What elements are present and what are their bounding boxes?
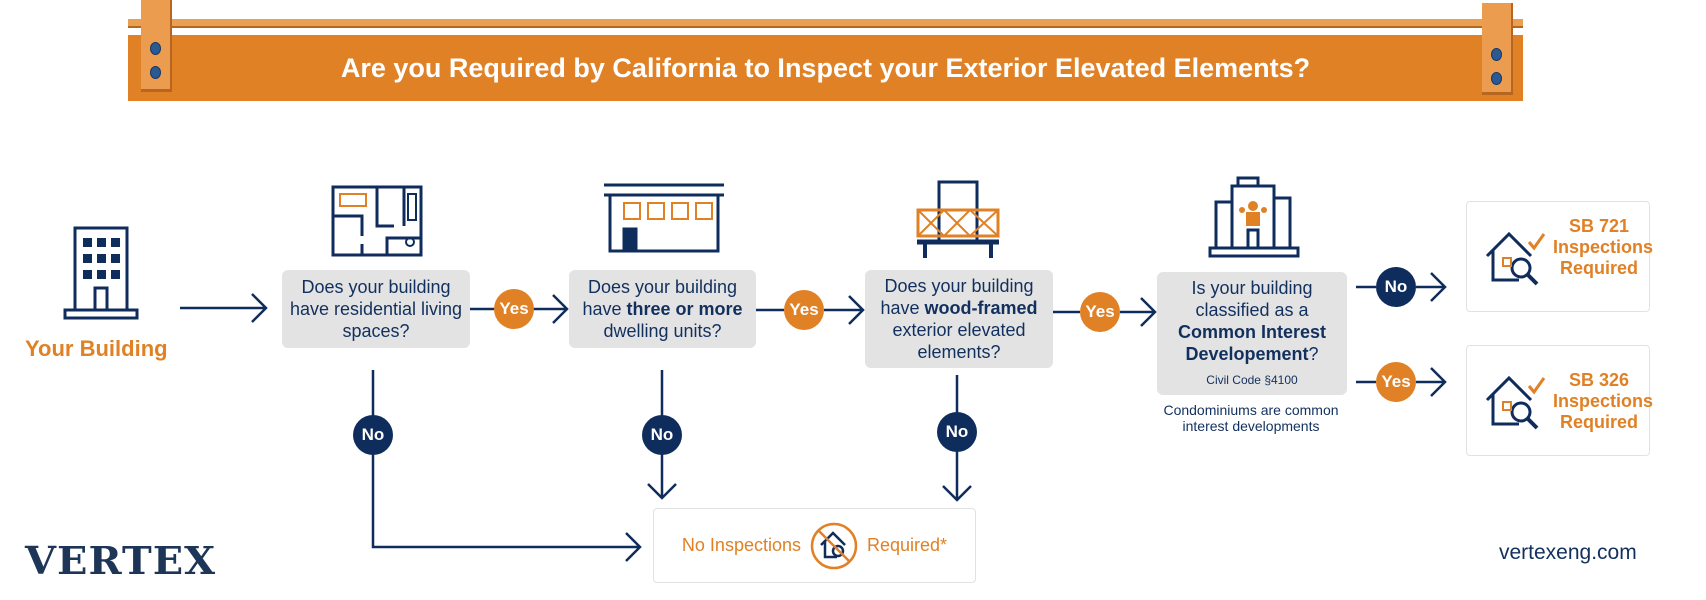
house-inspection-check-icon <box>1485 231 1546 286</box>
common-interest-building-icon <box>1208 176 1300 258</box>
question-emphasis: Common Interest Developement <box>1177 321 1327 364</box>
wood-deck-icon <box>916 180 1000 258</box>
building-icon <box>63 226 139 320</box>
yes-badge: Yes <box>1080 292 1120 332</box>
right-post <box>1482 3 1513 95</box>
page-title: Are you Required by California to Inspec… <box>128 35 1523 101</box>
question-wood-framed: Does your building have wood-framed exte… <box>865 270 1053 368</box>
question-text: dwelling units? <box>603 321 722 341</box>
yes-badge: Yes <box>1376 362 1416 402</box>
question-common-interest: Is your building classified as a Common … <box>1157 272 1347 395</box>
result-no-inspections: No Inspections Required* <box>653 508 976 583</box>
question-emphasis: wood-framed <box>924 298 1038 318</box>
floor-plan-icon <box>331 185 423 257</box>
question-text: Is your building classified as a <box>1191 277 1313 320</box>
result-text: Required <box>1559 412 1638 432</box>
result-text: No Inspections <box>681 535 801 555</box>
no-badge: No <box>937 412 977 452</box>
left-post <box>141 0 172 92</box>
no-badge: No <box>642 415 682 455</box>
apartment-units-icon <box>604 183 724 253</box>
question-text: exterior elevated elements? <box>892 320 1026 362</box>
result-text: Inspections <box>1553 237 1654 257</box>
result-text: Inspections <box>1553 391 1654 411</box>
header-rail <box>128 19 1523 28</box>
website-link[interactable]: vertexeng.com <box>1499 541 1637 564</box>
result-text: Required* <box>867 535 948 555</box>
question-emphasis: three or more <box>626 299 743 319</box>
vertex-logo: VERTEX <box>25 538 217 583</box>
no-badge: No <box>1376 267 1416 307</box>
question-text: ? <box>1308 343 1319 364</box>
question-text: Does your building have <box>582 277 738 319</box>
start-label: Your Building <box>25 336 168 361</box>
question-text: Does your building have <box>880 276 1034 318</box>
civil-code-note: Civil Code §4100 <box>1206 372 1298 387</box>
no-badge: No <box>353 415 393 455</box>
question-residential: Does your building have residential livi… <box>282 270 470 348</box>
yes-badge: Yes <box>494 289 534 329</box>
result-code: SB 326 <box>1568 370 1630 390</box>
yes-badge: Yes <box>784 290 824 330</box>
result-code: SB 721 <box>1568 216 1630 236</box>
result-text: Required <box>1559 258 1638 278</box>
house-inspection-check-icon <box>1485 375 1546 430</box>
question-text: Does your building have residential livi… <box>289 277 463 341</box>
question-three-units: Does your building have three or more dw… <box>569 270 756 348</box>
condo-note: Condominiums are common interest develop… <box>1163 402 1339 434</box>
no-inspection-icon <box>810 522 858 569</box>
